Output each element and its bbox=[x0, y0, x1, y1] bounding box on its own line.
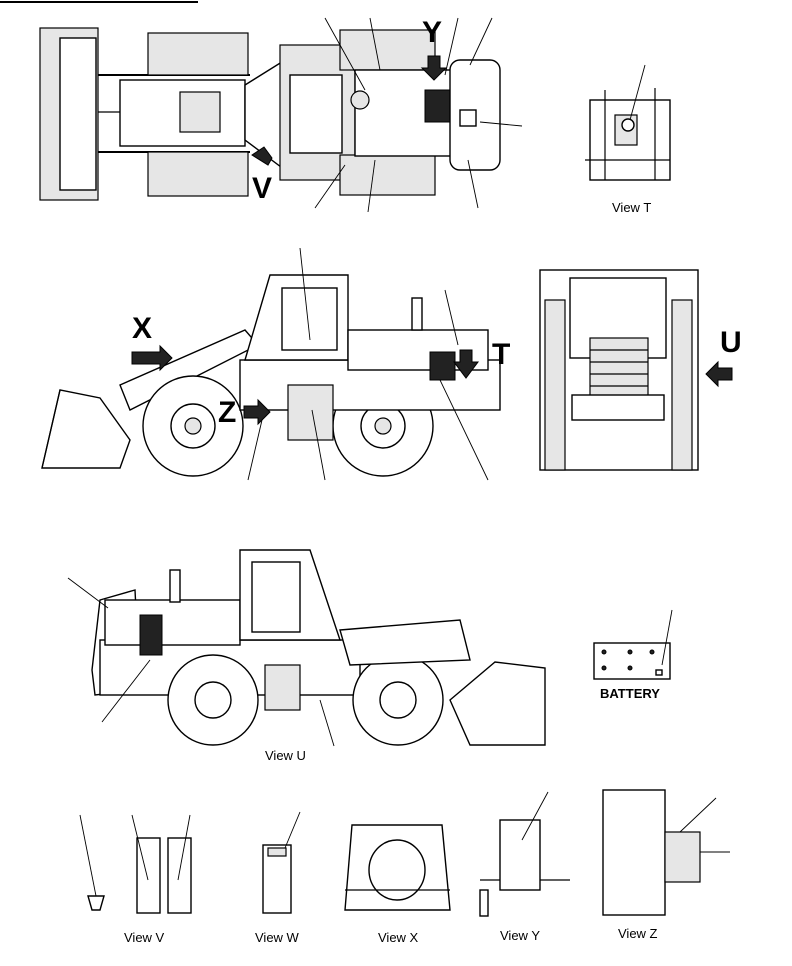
side-view-machine bbox=[41, 274, 501, 477]
arrow-y bbox=[420, 55, 448, 81]
arrow-label-z: Z bbox=[218, 396, 237, 429]
arrow-label-x: X bbox=[132, 312, 153, 345]
view-y-drawing bbox=[479, 791, 570, 917]
view-x-caption: View X bbox=[378, 930, 419, 945]
arrow-label-u: U bbox=[720, 326, 742, 359]
battery-caption: BATTERY bbox=[600, 686, 660, 701]
view-y-caption: View Y bbox=[500, 928, 540, 943]
view-w-drawing bbox=[262, 811, 301, 914]
view-t-drawing bbox=[585, 64, 671, 181]
view-w-caption: View W bbox=[255, 930, 299, 945]
arrow-label-t: T bbox=[492, 338, 511, 371]
arrow-label-y: Y bbox=[422, 16, 443, 49]
top-view-machine bbox=[39, 27, 501, 201]
arrow-label-v: V bbox=[252, 172, 273, 205]
battery-drawing bbox=[593, 609, 673, 680]
top-view-leaders bbox=[314, 17, 523, 213]
view-u-caption: View U bbox=[265, 748, 306, 763]
arrow-u bbox=[705, 360, 733, 388]
arrow-x bbox=[131, 344, 173, 372]
view-z-caption: View Z bbox=[618, 926, 658, 941]
rear-view-machine bbox=[539, 269, 699, 471]
view-v-drawing bbox=[79, 814, 192, 914]
view-t-caption: View T bbox=[612, 200, 652, 215]
view-v-caption: View V bbox=[124, 930, 165, 945]
arrow-z bbox=[243, 398, 271, 426]
view-u-machine bbox=[91, 549, 546, 746]
arrow-t bbox=[453, 349, 479, 379]
view-u-leaders bbox=[67, 577, 335, 747]
view-z-drawing bbox=[602, 789, 730, 916]
view-x-drawing bbox=[344, 824, 451, 911]
arrow-v bbox=[251, 146, 273, 166]
side-view-leaders bbox=[247, 247, 489, 481]
